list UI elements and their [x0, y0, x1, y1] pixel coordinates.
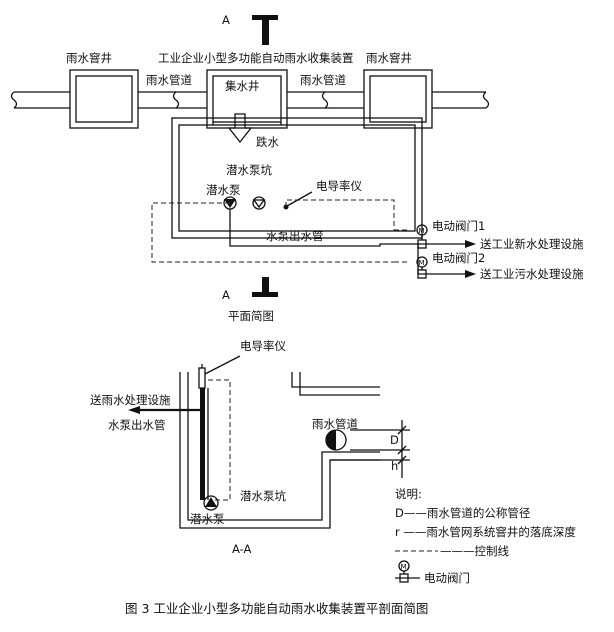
label-section-outlet: 水泵出水管: [108, 418, 166, 432]
rain-pipe-lines: [10, 91, 490, 109]
section-mark-top: A: [222, 13, 278, 45]
conductivity-probe: [198, 355, 241, 389]
label-pump-pit: 潜水泵坑: [226, 163, 272, 177]
label-to-rain-facility: 送雨水处理设施: [90, 393, 171, 407]
label-section-conductivity: 电导率仪: [240, 339, 286, 353]
legend-valve-icon: M: [395, 560, 420, 583]
label-section-pump: 潜水泵: [190, 512, 225, 526]
label-to-sewage: 送工业污水处理设施: [480, 267, 584, 281]
legend-item-d: D——雨水管道的公称管径: [395, 506, 530, 520]
label-drop-water: 跌水: [256, 135, 279, 149]
section-mark-bottom-letter: A: [222, 288, 230, 302]
label-plan-caption: 平面简图: [228, 309, 274, 323]
legend-motor-letter: M: [401, 563, 407, 571]
legend-title: 说明:: [395, 487, 422, 501]
valve2-motor-letter: M: [419, 259, 425, 267]
label-dim-D: D: [390, 433, 399, 447]
section-pump-icon: [203, 495, 219, 511]
figure-caption: 图 3 工业企业小型多功能自动雨水收集装置平剖面简图: [125, 601, 428, 616]
label-pipe-left: 雨水管道: [146, 73, 192, 87]
label-conductivity: 电导率仪: [316, 179, 362, 193]
label-section-pump-pit: 潜水泵坑: [240, 489, 286, 503]
label-pump-outlet: 水泵出水管: [266, 229, 324, 243]
section-mark-top-letter: A: [222, 13, 230, 27]
label-well-right: 雨水窨井: [366, 51, 412, 65]
electric-valve-2-icon: M: [416, 256, 428, 279]
label-to-fresh: 送工业新水处理设施: [480, 237, 584, 251]
legend-item-valve: 电动阀门: [424, 571, 470, 585]
conductivity-leader: [286, 191, 313, 207]
dimension-lines: [330, 420, 410, 478]
label-pump: 潜水泵: [206, 183, 241, 197]
section-control-line: [208, 379, 231, 501]
electric-valve-1-icon: M: [416, 224, 428, 249]
section-outlet-pipe: [200, 388, 209, 500]
control-lines: [151, 199, 408, 263]
section-rain-pipe-icon: [325, 429, 347, 451]
label-valve2: 电动阀门2: [432, 251, 485, 265]
valve1-motor-letter: M: [419, 227, 425, 235]
label-dim-h: h: [391, 459, 398, 473]
legend-item-control: ———控制线: [440, 544, 509, 558]
label-section-caption: A-A: [232, 542, 252, 556]
label-device: 工业企业小型多功能自动雨水收集装置: [158, 51, 354, 65]
rain-well-right: [363, 69, 433, 129]
label-well-left: 雨水窨井: [66, 51, 112, 65]
label-pipe-right: 雨水管道: [300, 73, 346, 87]
legend-item-r: r ——雨水管网系统窨井的落底深度: [395, 525, 576, 539]
drop-water-arrow-icon: [227, 113, 253, 144]
rain-well-left: [69, 69, 139, 129]
pump-pit-plan: [171, 117, 423, 239]
label-section-rain-pipe: 雨水管道: [312, 417, 358, 431]
section-outlet-arrow: [128, 406, 200, 414]
label-valve1: 电动阀门1: [432, 219, 485, 233]
label-collection-well: 集水井: [225, 79, 260, 93]
section-mark-bottom: A: [222, 277, 278, 302]
submersible-pump-icon: [223, 196, 266, 210]
